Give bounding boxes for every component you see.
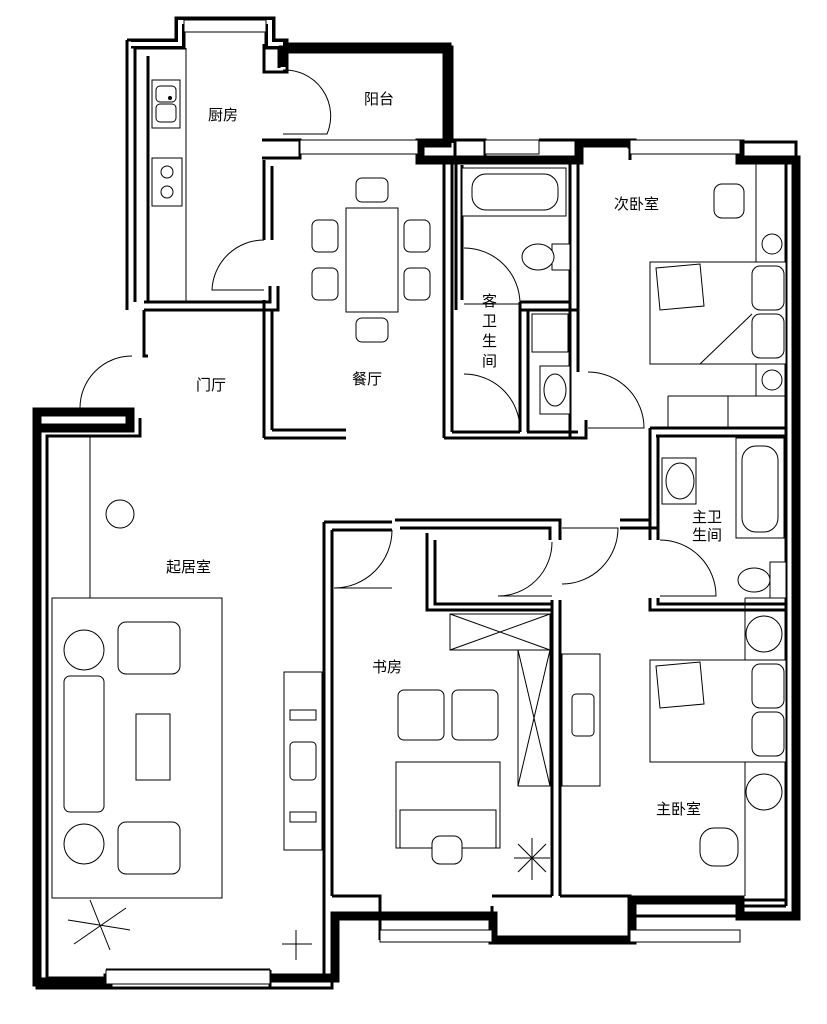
guest-bathtub	[461, 167, 567, 217]
window-dining-top	[299, 139, 419, 155]
master-toilet	[737, 561, 787, 599]
chair	[403, 267, 431, 301]
door-kitchen-balcony	[282, 69, 332, 135]
label-guest-bath-1: 客	[482, 292, 497, 310]
master-tv-cabinet	[561, 653, 601, 787]
door-foyer	[79, 355, 133, 409]
door-guest-bath	[463, 247, 521, 305]
window-master-bottom	[629, 929, 741, 943]
door-kitchen-dining	[211, 239, 265, 291]
label-dining: 餐厅	[352, 370, 382, 388]
door-master-2	[497, 541, 553, 597]
window-bedroom2-top	[629, 139, 741, 155]
master-bathtub	[735, 437, 785, 539]
label-balcony: 阳台	[364, 90, 394, 108]
label-kitchen: 厨房	[208, 106, 238, 124]
chair	[311, 267, 339, 301]
door-study	[333, 529, 393, 589]
window-kitchen-top	[183, 19, 267, 33]
label-second-bedroom: 次卧室	[614, 195, 659, 213]
lamp-icon	[761, 369, 783, 391]
bedroom2-bed	[649, 261, 787, 365]
lamp-icon	[761, 233, 783, 255]
living-plants-icon	[63, 499, 312, 960]
study-plant-icon	[514, 838, 550, 880]
living-sofa	[63, 621, 181, 875]
label-guest-bath-3: 生	[482, 332, 497, 350]
door-master	[561, 527, 619, 585]
master-washbasin	[661, 457, 697, 505]
door-master-bath	[659, 539, 717, 597]
label-master-bath-1: 主卫	[692, 508, 722, 526]
chair	[355, 177, 389, 203]
windows	[105, 19, 741, 985]
master-bed	[649, 659, 787, 763]
label-foyer: 门厅	[196, 376, 226, 394]
window-study-bottom	[379, 929, 493, 943]
chair	[311, 219, 339, 253]
living-tv-cabinet	[283, 671, 323, 851]
master-desk-chair	[699, 827, 739, 867]
label-guest-bath-2: 卫	[482, 312, 497, 330]
door-bedroom2	[587, 371, 645, 429]
chair	[403, 219, 431, 253]
study-bookshelf	[449, 613, 551, 787]
label-living: 起居室	[166, 558, 211, 576]
kitchen-sink	[151, 79, 181, 129]
label-guest-bath-4: 间	[482, 352, 497, 370]
label-master-bedroom: 主卧室	[656, 800, 701, 818]
dining-set	[311, 177, 431, 343]
window-bath-top	[484, 139, 540, 155]
label-master-bath-2: 生间	[692, 526, 722, 544]
label-study: 书房	[372, 658, 402, 676]
master-plant-icon	[745, 615, 783, 811]
bedroom2-chair	[713, 183, 745, 219]
room-labels: 厨房 阳台 餐厅 次卧室 门厅 起居室 书房 主卧室 主卫 生间 客 卫 生 间	[166, 90, 722, 818]
doors	[79, 69, 717, 597]
kitchen-stove	[151, 157, 183, 207]
guest-toilet	[521, 243, 571, 271]
guest-washbasin	[531, 313, 571, 415]
door-guest-bath-2	[463, 373, 521, 431]
study-armchairs	[397, 689, 499, 741]
chair	[355, 317, 389, 343]
window-living-bottom	[105, 969, 271, 985]
study-desk	[395, 761, 501, 865]
